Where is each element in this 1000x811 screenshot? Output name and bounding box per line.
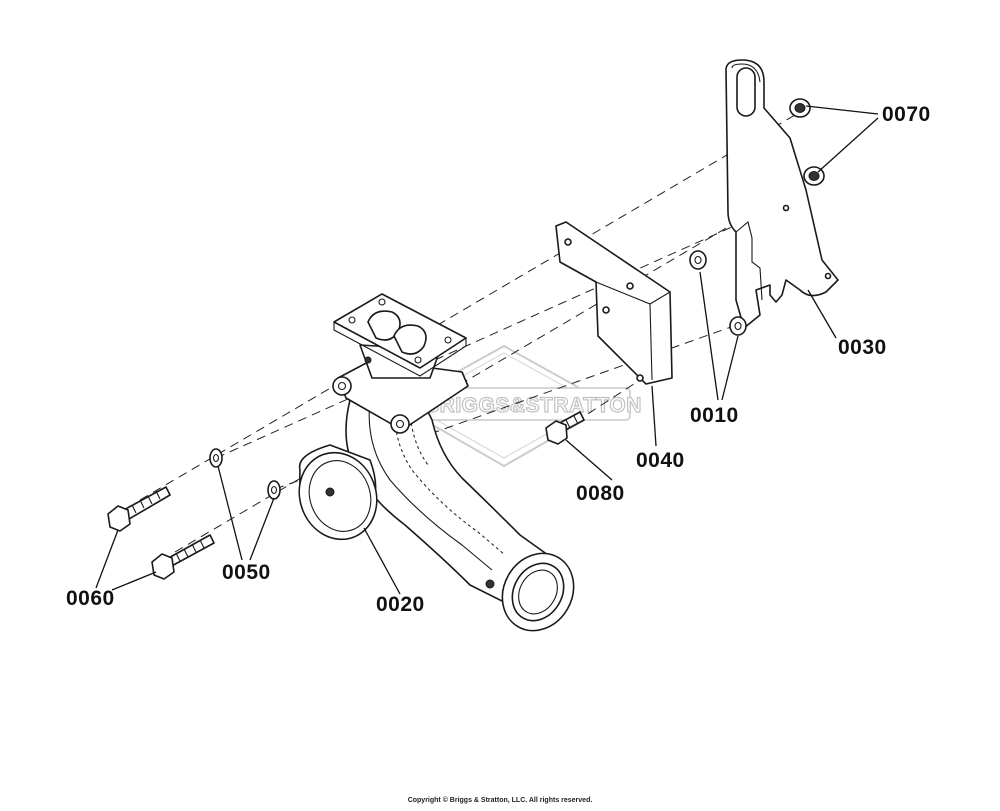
bracket-0040 — [555, 221, 673, 385]
bolts-0060 — [107, 486, 215, 580]
bolt-0080 — [545, 411, 585, 445]
spacers-0010 — [689, 250, 747, 336]
nuts-0070 — [789, 98, 825, 186]
callout-0050: 0050 — [222, 561, 271, 584]
callout-0030: 0030 — [838, 336, 887, 359]
bracket-0030 — [725, 59, 839, 329]
copyright-notice: Copyright © Briggs & Stratton, LLC. All … — [407, 797, 593, 804]
leader-lines — [95, 105, 879, 595]
callout-0040: 0040 — [636, 449, 685, 472]
callout-0080: 0080 — [576, 482, 625, 505]
briggs-stratton-watermark-logo: BRIGGS&STRATTON — [395, 344, 642, 468]
exhaust-pipe-0020 — [298, 293, 575, 632]
washers-0050 — [209, 448, 281, 500]
callout-0010: 0010 — [690, 404, 739, 427]
callout-0020: 0020 — [376, 593, 425, 616]
callout-0070: 0070 — [882, 103, 931, 126]
callout-0060: 0060 — [66, 587, 115, 610]
